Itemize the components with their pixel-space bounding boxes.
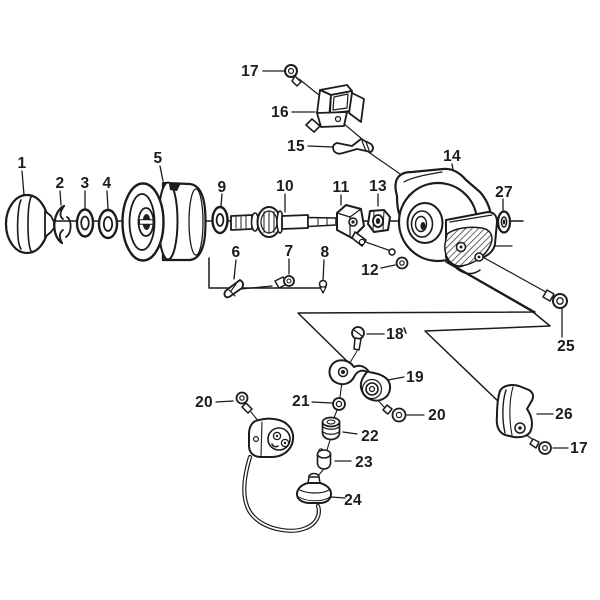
part-8-drawing [318, 279, 328, 294]
part-9-drawing [211, 205, 229, 235]
part-19-drawing [328, 359, 392, 402]
lanyard-clamp-drawing [242, 417, 321, 533]
part-3-drawing [75, 208, 95, 238]
part-label-22: 22 [361, 428, 379, 445]
part-label-6: 6 [232, 244, 241, 261]
bracket-line-spool-to-screw8 [208, 257, 322, 289]
part-24-drawing [296, 472, 332, 504]
part-6-drawing [223, 279, 245, 299]
part-label-3: 3 [81, 175, 90, 192]
part-label-5: 5 [154, 150, 163, 167]
part-label-20-right: 20 [428, 407, 446, 424]
part-16-drawing [305, 84, 365, 133]
part-label-17-top: 17 [241, 63, 259, 80]
part-label-21: 21 [292, 393, 310, 410]
part-18-drawing [351, 326, 407, 351]
part-label-24: 24 [344, 492, 362, 509]
part-label-23: 23 [355, 454, 373, 471]
zigzag-leader-to-part26 [424, 267, 551, 405]
part-25-drawing [542, 289, 568, 309]
zigzag-leader-to-part19 [297, 261, 534, 367]
part-17-top-drawing [284, 64, 302, 87]
part-label-17-bottom: 17 [570, 440, 588, 457]
part-14-drawing [394, 167, 498, 275]
part-23-drawing [316, 448, 332, 470]
part-label-14: 14 [443, 148, 461, 165]
part-7-drawing [274, 275, 295, 289]
part-26-drawing [495, 384, 535, 439]
part-label-27: 27 [495, 184, 513, 201]
part-label-9: 9 [218, 179, 227, 196]
part-label-16: 16 [271, 104, 289, 121]
part-22-drawing [321, 416, 341, 441]
part-12-drawing [388, 248, 409, 270]
part-label-26: 26 [555, 406, 573, 423]
part-17-bottom-drawing [529, 438, 552, 455]
part-13-drawing [367, 209, 391, 233]
part-2-drawing [53, 204, 72, 245]
part-20-left-drawing [235, 391, 253, 414]
part-1-drawing [4, 193, 55, 255]
part-4-drawing [97, 208, 119, 240]
part-label-2: 2 [56, 175, 65, 192]
part-label-15: 15 [287, 138, 305, 155]
part-10-drawing [230, 206, 337, 238]
assembly-line-7-to-6 [240, 285, 273, 290]
part-label-18: 18 [386, 326, 404, 343]
part-label-19: 19 [406, 369, 424, 386]
part-label-7: 7 [285, 243, 294, 260]
part-label-4: 4 [103, 175, 112, 192]
part-11-drawing [336, 204, 367, 247]
part-label-11: 11 [333, 179, 350, 196]
part-label-25: 25 [557, 338, 575, 355]
part-label-12: 12 [361, 262, 379, 279]
part-20-right-drawing [382, 404, 407, 423]
part-label-8: 8 [321, 244, 330, 261]
part-21-drawing [332, 397, 346, 411]
assembly-line-17top-to-16 [298, 78, 320, 96]
part-label-10: 10 [276, 178, 294, 195]
part-15-drawing [332, 138, 374, 155]
part-5-drawing [121, 181, 207, 262]
part-27-drawing [496, 210, 512, 234]
part-label-1: 1 [18, 155, 27, 172]
part-labels: 1 2 3 4 5 6 7 8 9 10 11 12 13 14 15 16 1… [18, 63, 588, 509]
assembly-line-16-to-15-to-14 [342, 122, 404, 177]
part-label-13: 13 [369, 178, 387, 195]
part-label-20-left: 20 [195, 394, 213, 411]
